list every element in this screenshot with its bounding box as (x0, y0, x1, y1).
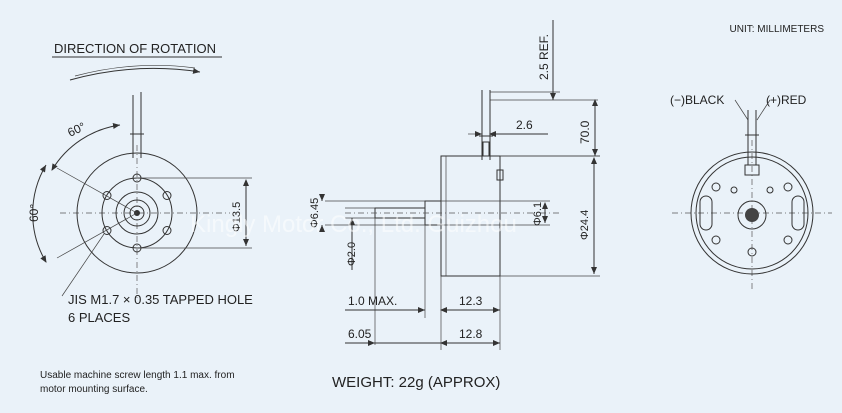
rear-slot-right (791, 195, 805, 231)
rear-body-outline (690, 151, 814, 275)
length-12-8: 12.8 (459, 327, 483, 341)
rotation-arrow-shadow (74, 64, 196, 77)
rear-hole-3 (711, 182, 721, 192)
boss-outer-ring (115, 191, 159, 235)
rear-endcap (695, 156, 809, 270)
rotation-title: DIRECTION OF ROTATION (54, 41, 216, 56)
motor-body-outline (76, 152, 198, 274)
rear-bump (496, 169, 504, 181)
usable-length-note-1: Usable machine screw length 1.1 max. fro… (40, 370, 235, 381)
boss-diameter-value: Φ6.1 (532, 202, 544, 226)
rear-hole-4 (783, 182, 793, 192)
black-leader (734, 99, 749, 121)
rear-hole-2 (766, 186, 774, 194)
rotation-arrow (69, 67, 201, 81)
rear-hole-6 (783, 235, 793, 245)
usable-length-note-2: motor mounting surface. (40, 384, 148, 395)
black-lead-label: (−)BLACK (670, 93, 724, 107)
red-leader (756, 99, 771, 121)
rear-hole-7 (747, 247, 757, 257)
angle-arc-top (51, 123, 121, 171)
rear-view: (−)BLACK (+)RED (670, 93, 832, 290)
note-leader (61, 233, 105, 297)
rear-bearing-core (745, 208, 759, 222)
tapped-hole-count: 6 PLACES (68, 310, 130, 325)
angle-ref-line-1 (56, 167, 138, 214)
angle-arc-left (32, 164, 47, 263)
rear-slot-left (699, 195, 713, 231)
weight-label: WEIGHT: 22g (APPROX) (332, 374, 500, 391)
terminal (482, 141, 490, 157)
watermark: Kingly Motor Co., Ltd. Guizhou (190, 211, 517, 238)
unit-label: UNIT: MILLIMETERS (730, 24, 825, 35)
shaft-diameter-value: Φ2.0 (346, 242, 358, 266)
lead-offset-value: 2.6 (516, 118, 533, 132)
red-lead-label: (+)RED (766, 93, 807, 107)
lead-length-value: 70.0 (578, 120, 592, 144)
rear-hole-1 (730, 186, 738, 194)
boss-outer-diameter: Φ6.45 (309, 198, 321, 228)
body-diameter-value: Φ24.4 (579, 210, 591, 240)
rear-hole-5 (711, 235, 721, 245)
tapped-hole-note: JIS M1.7 × 0.35 TAPPED HOLE (68, 292, 253, 307)
angle-label-top: 60° (65, 119, 88, 139)
bearing-ring (123, 199, 151, 227)
side-view: 2.5 REF. 2.6 70.0 Φ24.4 Φ6. (309, 20, 600, 350)
length-6-05: 6.05 (348, 327, 372, 341)
ref-dimension: 2.5 REF. (537, 34, 551, 80)
angle-ref-line-2 (56, 212, 138, 259)
length-12-3: 12.3 (459, 294, 483, 308)
front-view: DIRECTION OF ROTATION (27, 41, 253, 325)
rear-bearing (737, 200, 767, 230)
shaft-ring (129, 205, 145, 221)
rear-terminal (744, 164, 760, 176)
hole-circle-diameter: Φ13.5 (231, 202, 243, 232)
max-length-value: 1.0 MAX. (348, 294, 397, 308)
angle-label-left: 60° (27, 204, 41, 222)
